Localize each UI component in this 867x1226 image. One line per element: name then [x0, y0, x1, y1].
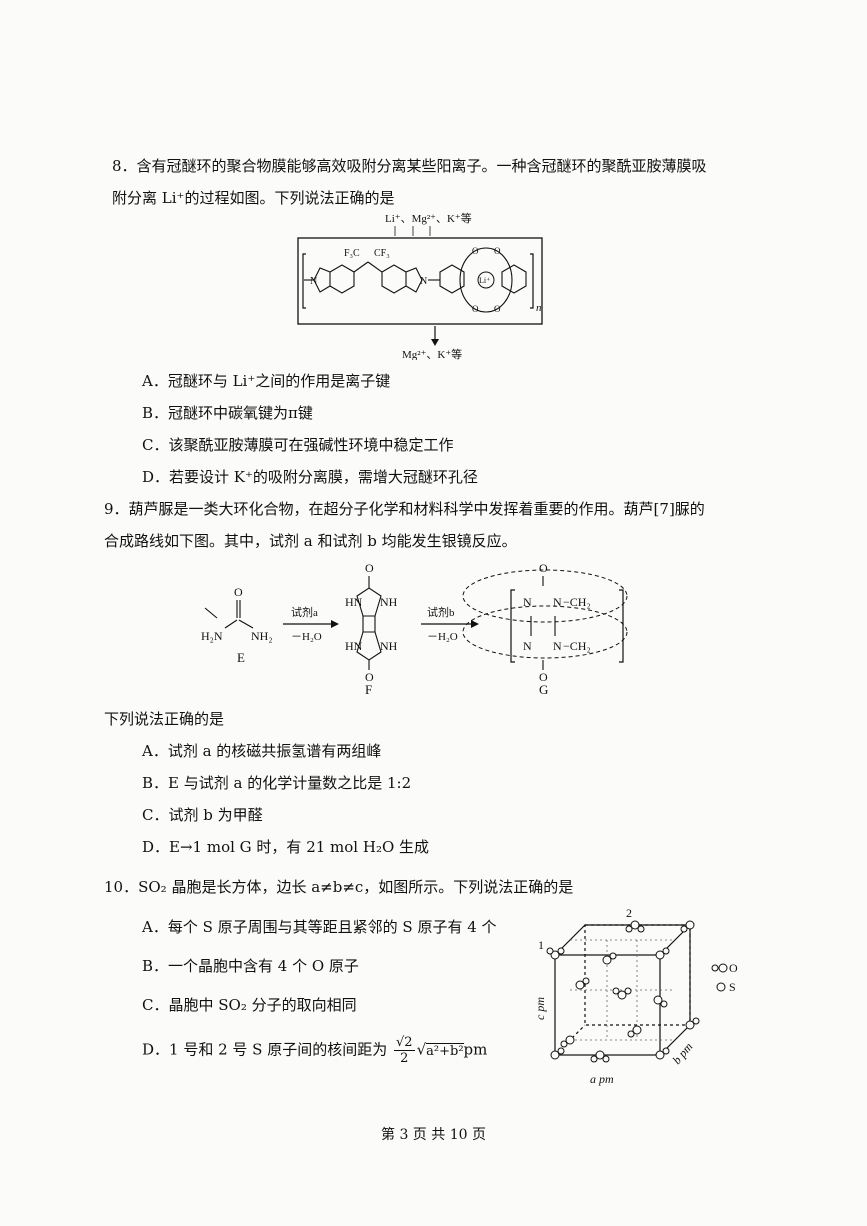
q8-option-c: C．该聚酰亚胺薄膜可在强碱性环境中稳定工作	[142, 436, 454, 454]
svg-text:HN: HN	[345, 639, 363, 653]
svg-text:NH₂: NH₂	[251, 629, 273, 643]
svg-text:O: O	[472, 246, 479, 256]
q8-fig-top-label: Li⁺、Mg²⁺、K⁺等	[385, 211, 472, 225]
q8-figure: Li⁺、Mg²⁺、K⁺等 n N F₃C CF₃ N Li⁺ O O O O Mg²…	[297, 211, 543, 360]
svg-text:O: O	[234, 585, 243, 599]
minus-h2o-a: －H₂O	[291, 631, 322, 643]
svg-text:O: O	[494, 246, 501, 256]
page-footer: 第 3 页 共 10 页	[381, 1127, 486, 1143]
q9-stem-line1: 9．葫芦脲是一类大环化合物，在超分子化学和材料科学中发挥着重要的作用。葫芦[7]…	[104, 500, 705, 518]
q10-unit: pm	[463, 1040, 488, 1059]
q10-crystal-cell: 1 2 c pm a pm b pm O S	[533, 906, 738, 1086]
q8-li-ion: Li⁺	[479, 276, 490, 285]
q8-cf3-label: CF₃	[374, 248, 390, 259]
q9-option-a: A．试剂 a 的核磁共振氢谱有两组峰	[142, 742, 382, 760]
minus-h2o-b: －H₂O	[427, 631, 458, 643]
q8-crown-ether-ring	[459, 247, 513, 313]
svg-text:−CH₂: −CH₂	[563, 639, 591, 653]
q9-option-b: B．E 与试剂 a 的化学计量数之比是 1:2	[142, 774, 412, 792]
svg-text:O: O	[365, 670, 374, 684]
q10-label-1: 1	[538, 938, 544, 952]
q10-fraction-denominator: 2	[400, 1051, 409, 1066]
q10-option-c: C．晶胞中 SO₂ 分子的取向相同	[142, 996, 357, 1014]
svg-text:N: N	[310, 276, 317, 287]
q10-legend-o: O	[729, 961, 738, 975]
q10-label-2: 2	[626, 906, 632, 920]
q8-membrane-box	[297, 237, 543, 325]
q8-option-d: D．若要设计 K⁺的吸附分离膜，需增大冠醚环孔径	[142, 468, 478, 486]
svg-text:O: O	[472, 304, 479, 314]
q10-option-d-prefix: D．1 号和 2 号 S 原子间的核间距为	[142, 1040, 388, 1059]
svg-text:N: N	[523, 595, 532, 609]
svg-text:N: N	[553, 595, 562, 609]
q9-question: 下列说法正确的是	[104, 710, 225, 728]
q10-sqrt-sign: √	[416, 1040, 427, 1059]
q8-option-b: B．冠醚环中碳氧键为π键	[142, 404, 313, 422]
q8-repeat-n: n	[536, 302, 542, 314]
q10-label-a: a pm	[590, 1072, 614, 1086]
q8-fig-bottom-label: Mg²⁺、K⁺等	[402, 347, 462, 360]
svg-text:O: O	[365, 562, 374, 575]
q10-stem: 10．SO₂ 晶胞是长方体，边长 a≠b≠c，如图所示。下列说法正确的是	[104, 878, 574, 896]
q8-option-a: A．冠醚环与 Li⁺之间的作用是离子键	[142, 372, 391, 390]
q10-fraction-numerator: √2	[394, 1035, 415, 1051]
svg-text:O: O	[494, 304, 501, 314]
q8-stem-line2: 附分离 Li⁺的过程如图。下列说法正确的是	[112, 189, 395, 207]
svg-text:H₂N: H₂N	[201, 629, 223, 643]
q8-f3c-label: F₃C	[344, 248, 360, 259]
q9-option-d: D．E→1 mol G 时，有 21 mol H₂O 生成	[142, 838, 430, 856]
q10-option-a: A．每个 S 原子周围与其等距且紧邻的 S 原子有 4 个	[142, 918, 497, 936]
svg-text:NH: NH	[380, 595, 398, 609]
q10-label-c: c pm	[533, 997, 547, 1020]
svg-text:O: O	[539, 562, 548, 575]
q9-stem-line2: 合成路线如下图。其中，试剂 a 和试剂 b 均能发生银镜反应。	[104, 532, 517, 550]
compound-e: O H₂N NH₂ E	[201, 585, 273, 665]
svg-text:N: N	[523, 639, 532, 653]
q10-sqrt-body: a²+b²	[426, 1042, 464, 1059]
svg-text:N: N	[553, 639, 562, 653]
q10-option-b: B．一个晶胞中含有 4 个 O 原子	[142, 957, 359, 975]
svg-text:−CH₂: −CH₂	[563, 595, 591, 609]
compound-g: O N N −CH₂ N N −CH₂ O G	[462, 562, 628, 697]
label-f: F	[365, 682, 372, 697]
q10-legend-s: S	[729, 980, 736, 994]
q10-option-d-fraction: √2 2	[394, 1035, 415, 1066]
svg-text:O: O	[539, 670, 548, 684]
q10-label-b: b pm	[670, 1040, 696, 1067]
label-e: E	[237, 650, 245, 665]
reagent-a: 试剂a	[291, 605, 318, 619]
label-g: G	[539, 682, 548, 697]
atoms	[546, 920, 700, 1063]
svg-text:NH: NH	[380, 639, 398, 653]
svg-text:N: N	[420, 276, 427, 287]
q9-option-c: C．试剂 b 为甲醛	[142, 806, 263, 824]
q8-stem-line1: 8．含有冠醚环的聚合物膜能够高效吸附分离某些阳离子。一种含冠醚环的聚酰亚胺薄膜吸	[112, 157, 707, 175]
reagent-b: 试剂b	[427, 605, 455, 619]
q10-option-d: D．1 号和 2 号 S 原子间的核间距为 √2 2 √a²+b²pm	[142, 1035, 487, 1066]
